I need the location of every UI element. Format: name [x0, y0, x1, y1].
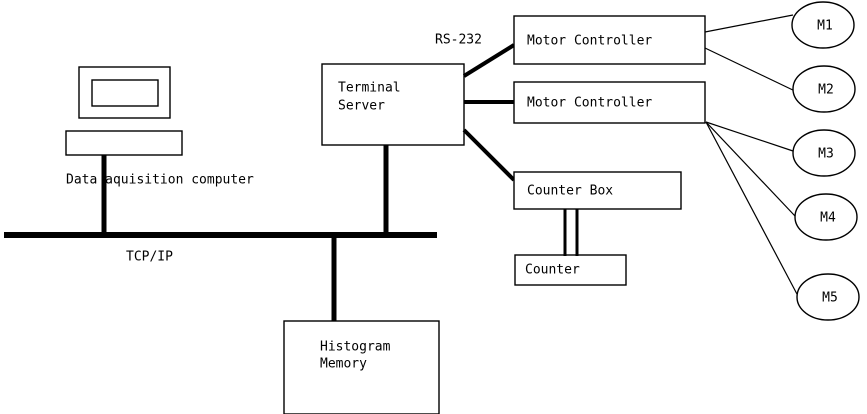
- link-motor-controller-2-to-m3: [705, 121, 794, 152]
- link-terminal-server-to-counter-box: [462, 128, 516, 182]
- motor-m1: [791, 1, 855, 49]
- link-motor-controller-1-to-m1: [704, 14, 794, 33]
- link-motor-controller-2-to-m5: [705, 121, 799, 297]
- link-motor-controller-2-to-m4: [705, 121, 796, 217]
- terminal-server-box: [321, 63, 465, 146]
- motor-controller-2-label: Motor Controller: [527, 96, 652, 111]
- histogram-memory-label-line1: Histogram: [320, 340, 391, 355]
- counter-box-device: [514, 254, 627, 286]
- counter-box-label: Counter Box: [527, 184, 613, 199]
- histogram-memory-box: [283, 320, 440, 414]
- motor-controller-2-box: [513, 81, 706, 124]
- motor-m4: [794, 193, 858, 241]
- link-terminal-server-to-motor-controller-1: [462, 43, 516, 78]
- motor-m5: [796, 273, 860, 321]
- computer-base: [65, 130, 183, 156]
- motor-controller-1-label: Motor Controller: [527, 34, 652, 49]
- motor-controller-1-box: [513, 15, 706, 65]
- terminal-server-label-line2: Server: [338, 99, 385, 114]
- tcpip-label: TCP/IP: [126, 250, 173, 265]
- monitor-screen: [91, 79, 159, 107]
- motor-m4-label: M4: [820, 211, 836, 226]
- rs232-label: RS-232: [435, 33, 482, 48]
- motor-m3-label: M3: [818, 147, 834, 162]
- motor-m2-label: M2: [818, 83, 834, 98]
- motor-m1-label: M1: [817, 19, 833, 34]
- motor-m2: [792, 65, 856, 113]
- terminal-server-label-line1: Terminal: [338, 81, 401, 96]
- link-motor-controller-1-to-m2: [704, 47, 798, 93]
- counter-label: Counter: [525, 263, 580, 278]
- histogram-memory-label-line2: Memory: [320, 357, 367, 372]
- motor-m5-label: M5: [822, 291, 838, 306]
- motor-m3: [792, 129, 856, 177]
- counter-box: [513, 171, 682, 210]
- data-acquisition-computer-label: Data aquisition computer: [66, 173, 254, 188]
